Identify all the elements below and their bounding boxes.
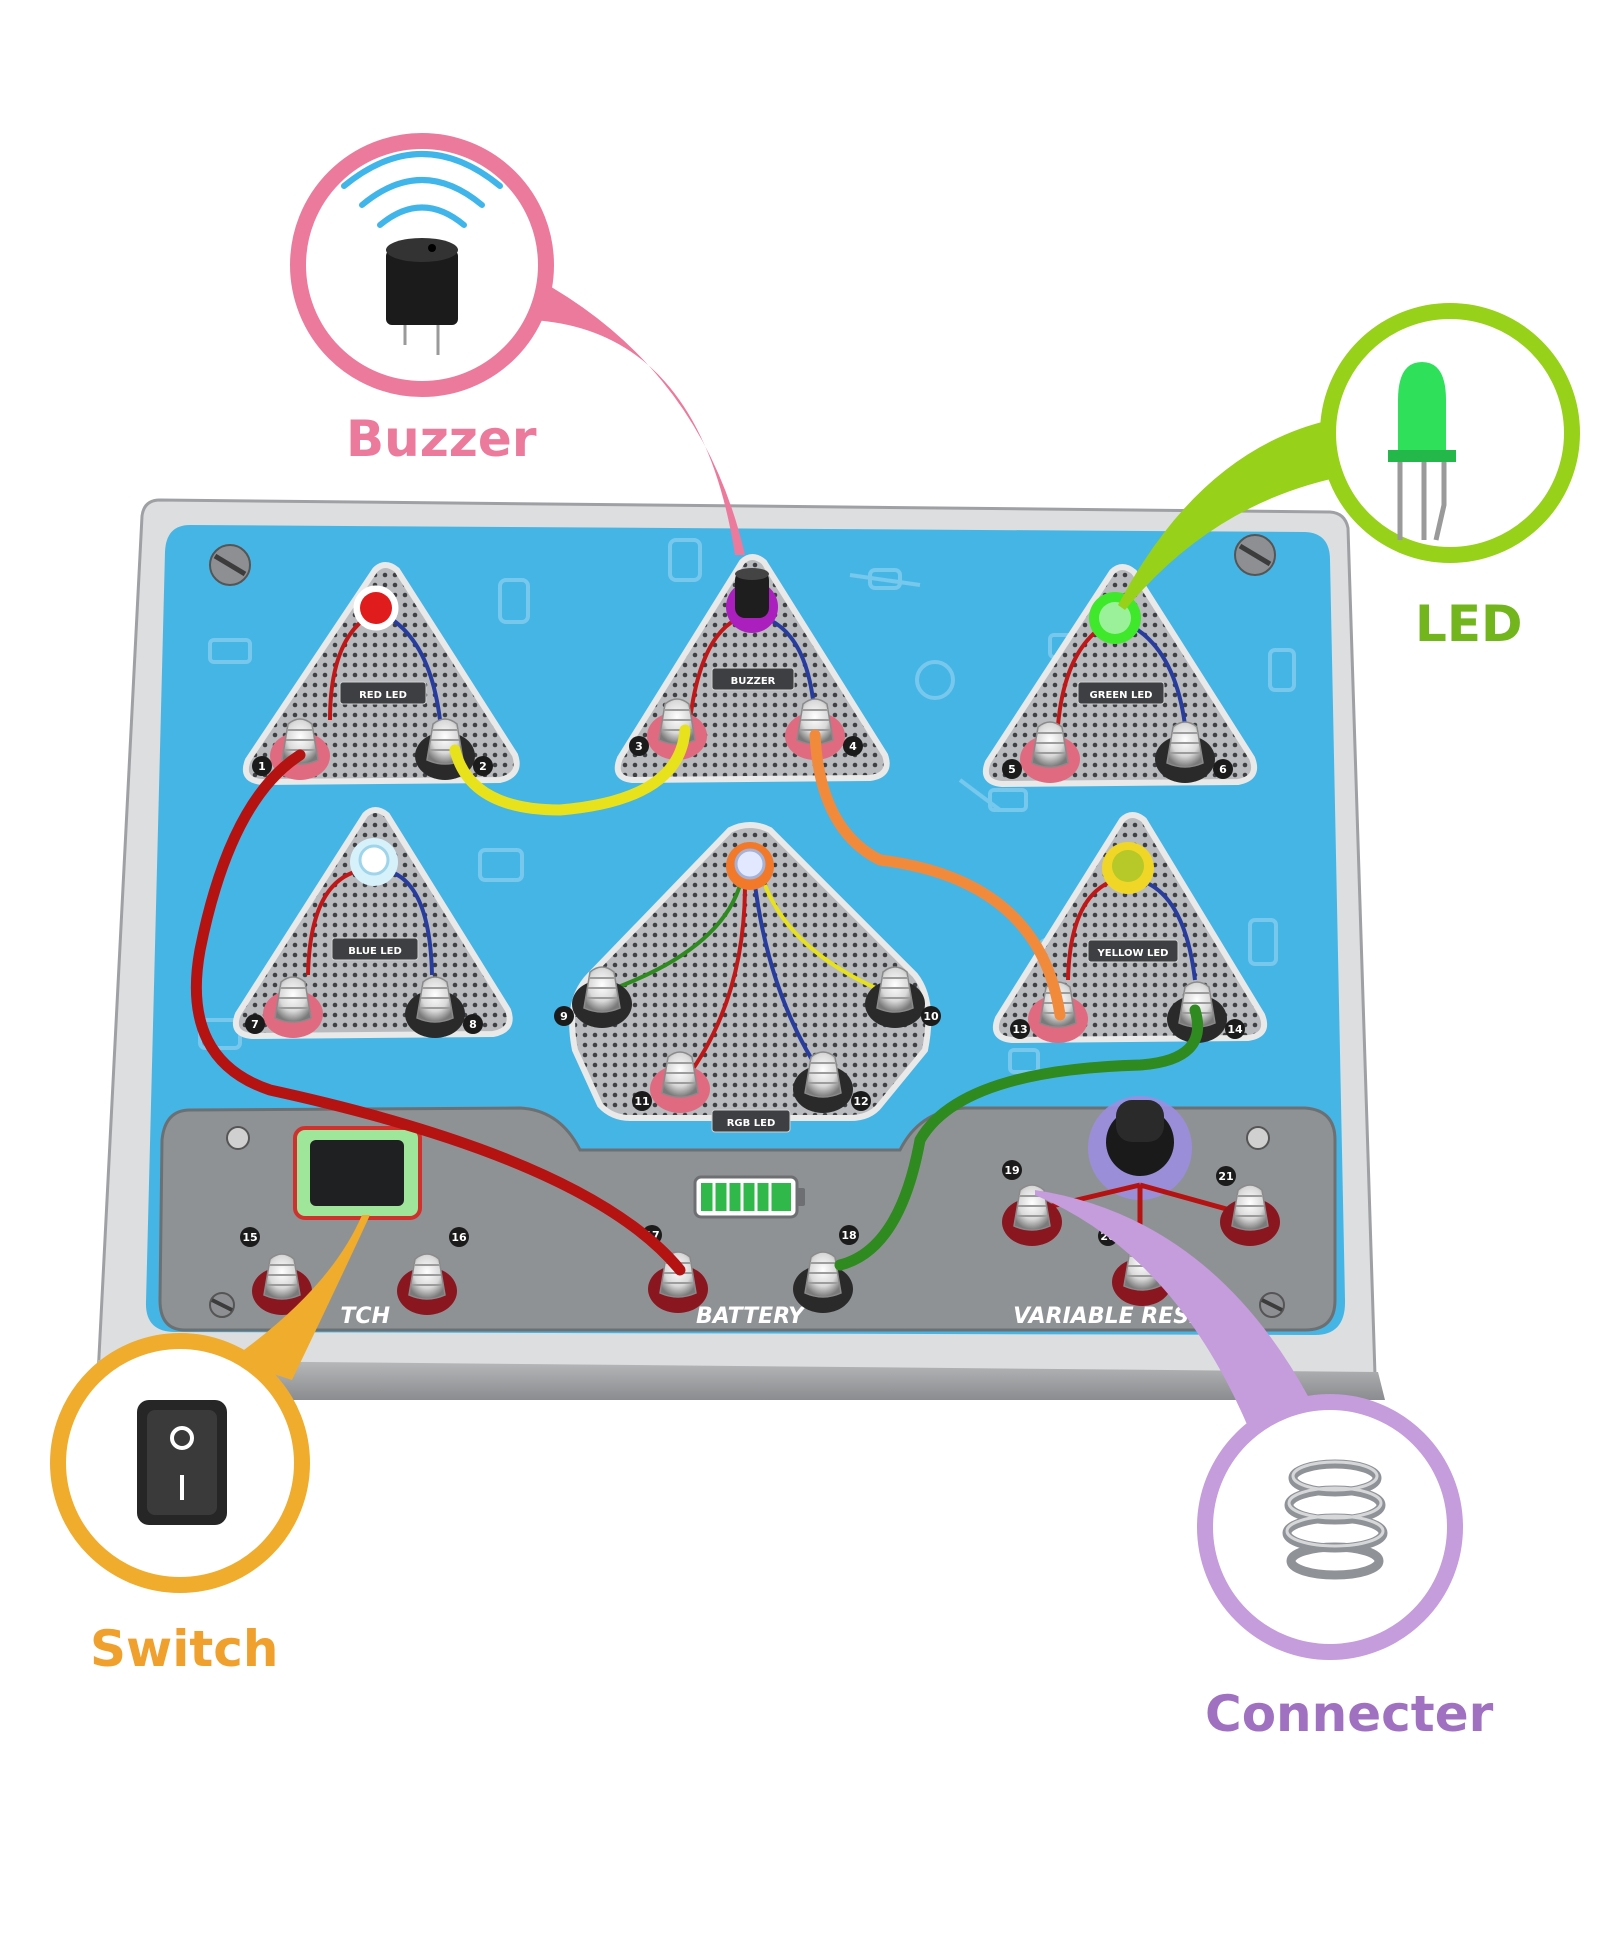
terminal-number: 9 xyxy=(560,1010,568,1023)
wire-red xyxy=(190,749,686,1276)
terminal-number-badge xyxy=(851,1091,871,1111)
terminal-10: 10 xyxy=(865,966,941,1028)
terminal-number-badge xyxy=(245,1014,265,1034)
terminal-number-badge xyxy=(1213,759,1233,779)
terminal-18: 18 xyxy=(793,1225,859,1313)
terminal-number: 1 xyxy=(258,760,266,773)
corner-screws xyxy=(209,534,1276,586)
terminal-number: 19 xyxy=(1004,1164,1019,1177)
terminal-number: 3 xyxy=(635,740,643,753)
terminal-number-badge xyxy=(843,736,863,756)
terminal-7: 7 xyxy=(245,976,323,1038)
module-label: RGB LED xyxy=(727,1118,776,1129)
terminal-number-badge xyxy=(1216,1166,1236,1186)
led-callout xyxy=(1320,303,1580,563)
terminal-8: 8 xyxy=(405,976,483,1038)
terminal-number-badge xyxy=(252,756,272,776)
wires xyxy=(190,724,1204,1276)
terminal-3: 3 xyxy=(629,698,707,760)
bottom-control-panel: TCH BATTERY VARIABLE RESISTO xyxy=(158,1096,1337,1332)
terminal-number-badge xyxy=(839,1225,859,1245)
terminal-9: 9 xyxy=(554,966,632,1028)
terminal-21: 21 xyxy=(1216,1166,1280,1246)
terminal-number: 15 xyxy=(242,1231,257,1244)
green-led-icon xyxy=(1388,362,1456,541)
connecter-label: Connecter xyxy=(1205,1685,1494,1743)
terminal-number: 18 xyxy=(841,1229,856,1242)
terminal-number: 7 xyxy=(251,1018,259,1031)
panel-label-battery: BATTERY xyxy=(696,1304,806,1329)
terminal-number: 16 xyxy=(451,1231,467,1244)
terminal-12: 12 xyxy=(793,1051,871,1113)
terminal-number-badge xyxy=(463,1014,483,1034)
red-led-bulb xyxy=(360,592,392,624)
terminal-number-badge xyxy=(554,1006,574,1026)
terminal-number: 4 xyxy=(849,740,857,753)
screw-icon xyxy=(1234,534,1276,576)
switch-callout-pointer xyxy=(230,1215,370,1380)
wire-yellow xyxy=(449,724,691,816)
terminal-number: 13 xyxy=(1012,1023,1027,1036)
terminal-number: 8 xyxy=(469,1018,477,1031)
switch-callout xyxy=(50,1333,310,1593)
wire-green xyxy=(834,1004,1204,1271)
wire-orange xyxy=(809,729,1066,1021)
buzzer-label: Buzzer xyxy=(346,410,537,468)
module-label: BUZZER xyxy=(731,676,776,687)
screw-icon xyxy=(209,1292,235,1318)
terminal-number: 6 xyxy=(1219,763,1227,776)
rocker-switch-icon xyxy=(137,1400,227,1525)
panel-switch-component xyxy=(293,1126,422,1220)
module-label: GREEN LED xyxy=(1090,690,1153,701)
led-label: LED xyxy=(1415,595,1523,653)
connecter-callout-pointer xyxy=(1035,1190,1330,1470)
module-label: BLUE LED xyxy=(348,946,402,957)
terminal-number-badge xyxy=(632,1091,652,1111)
terminal-number-badge xyxy=(1002,1160,1022,1180)
terminal-number: 10 xyxy=(923,1010,939,1023)
buzzer-component xyxy=(735,570,769,618)
terminal-number-badge xyxy=(449,1227,469,1247)
terminal-11: 11 xyxy=(632,1051,710,1113)
terminal-number: 2 xyxy=(479,760,487,773)
terminal-number: 21 xyxy=(1218,1170,1233,1183)
terminal-16: 16 xyxy=(397,1227,469,1315)
terminal-number-badge xyxy=(629,736,649,756)
panel-label-switch: TCH xyxy=(340,1304,390,1329)
switch-label: Switch xyxy=(90,1620,279,1678)
terminal-6: 6 xyxy=(1155,721,1233,783)
terminal-number-badge xyxy=(473,756,493,776)
terminal-number: 11 xyxy=(634,1095,649,1108)
battery-level-fill xyxy=(701,1183,791,1211)
terminal-number-badge xyxy=(1225,1019,1245,1039)
terminal-number-badge xyxy=(1010,1019,1030,1039)
terminal-number: 5 xyxy=(1008,763,1016,776)
buzzer-icon xyxy=(386,238,458,355)
connecter-callout xyxy=(1197,1394,1463,1660)
screw-icon xyxy=(209,544,251,586)
terminal-number: 12 xyxy=(853,1095,868,1108)
screw-icon xyxy=(1259,1292,1285,1318)
variable-resistor-knob xyxy=(1034,1096,1231,1240)
module-label: RED LED xyxy=(359,690,407,701)
led-callout-pointer xyxy=(1118,420,1350,610)
sound-wave-icon xyxy=(341,151,503,228)
terminal-number-badge xyxy=(240,1227,260,1247)
spring-terminals: 123456789101112131415161718192021 xyxy=(240,698,1280,1315)
terminal-15: 15 xyxy=(240,1227,312,1315)
terminal-5: 5 xyxy=(1002,721,1080,783)
terminal-number: 14 xyxy=(1227,1023,1243,1036)
terminal-number-badge xyxy=(1002,759,1022,779)
module-rgb-led: RGB LED xyxy=(569,822,932,1133)
module-label: YELLOW LED xyxy=(1097,948,1169,959)
terminal-number-badge xyxy=(921,1006,941,1026)
battery-indicator-icon xyxy=(693,1175,805,1219)
buzzer-callout xyxy=(290,133,554,397)
